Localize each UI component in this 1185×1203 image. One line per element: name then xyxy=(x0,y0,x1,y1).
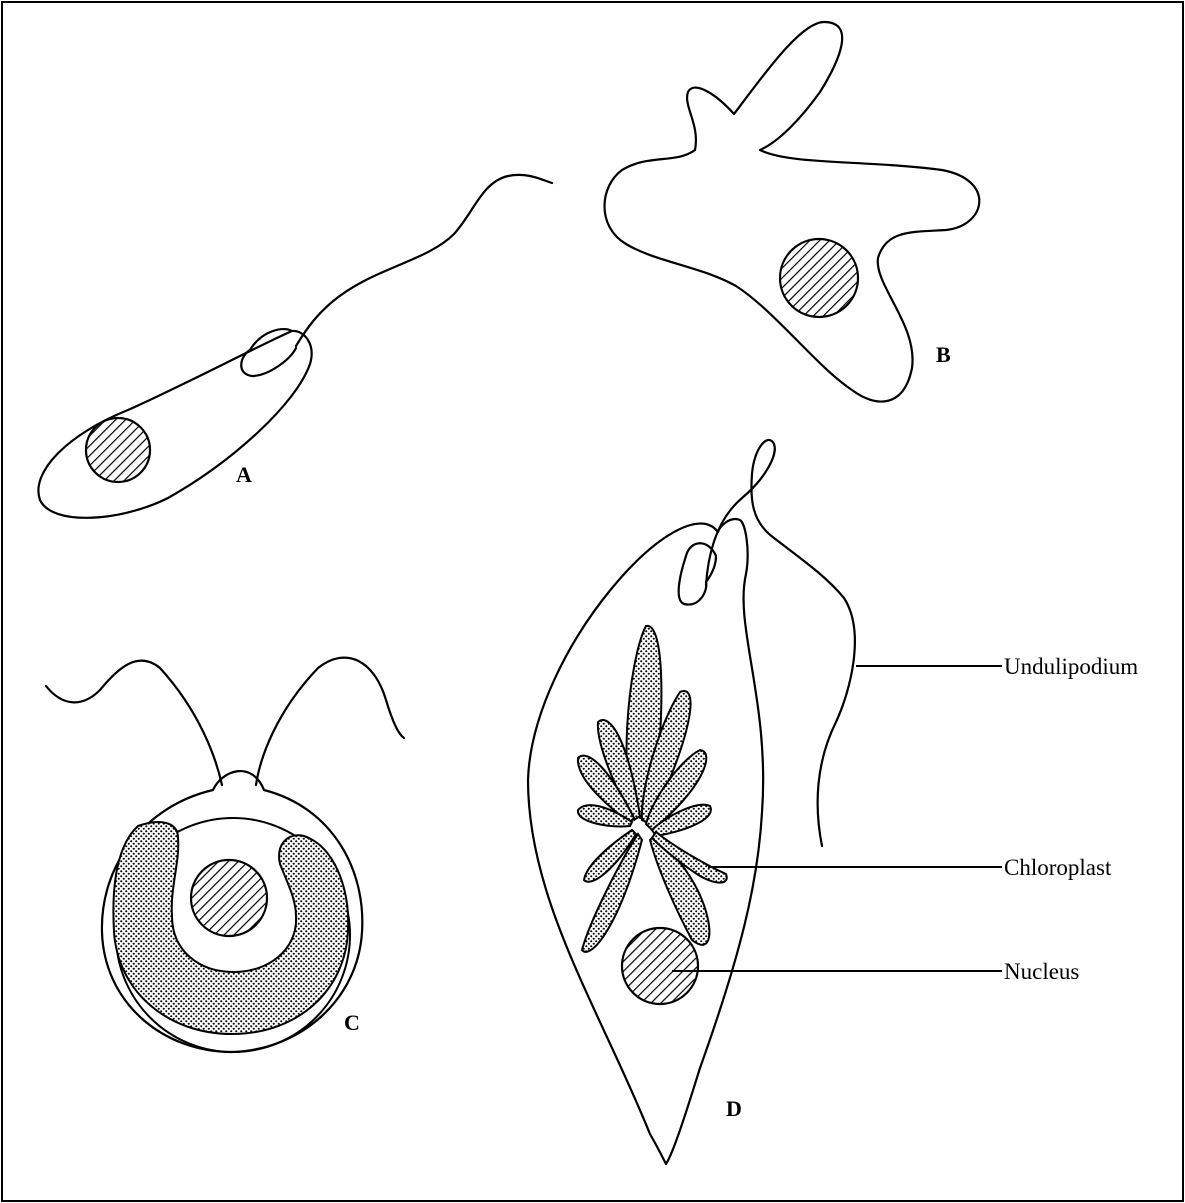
organism-b: B xyxy=(605,22,980,402)
organism-d: D xyxy=(528,440,855,1164)
organism-a-nucleus xyxy=(86,418,150,482)
organism-d-body xyxy=(528,519,763,1164)
panel-label-d: D xyxy=(726,1096,742,1121)
organism-c-nucleus xyxy=(191,860,267,936)
organism-b-body xyxy=(605,22,980,402)
organism-b-nucleus xyxy=(780,239,858,317)
organism-c-flagellum-right xyxy=(256,658,404,785)
organism-d-nucleus xyxy=(622,928,698,1004)
organism-a-flagellum xyxy=(296,175,552,346)
panel-label-a: A xyxy=(236,462,252,487)
panel-label-c: C xyxy=(344,1010,360,1035)
organism-c: C xyxy=(46,658,404,1052)
label-nucleus: Nucleus xyxy=(1004,959,1079,984)
organism-c-flagellum-left xyxy=(46,661,222,785)
organism-a-body xyxy=(38,329,311,518)
label-chloroplast: Chloroplast xyxy=(1004,855,1112,880)
label-undulipodium: Undulipodium xyxy=(1004,654,1138,679)
organism-a: A xyxy=(38,175,552,518)
panel-label-b: B xyxy=(936,342,951,367)
